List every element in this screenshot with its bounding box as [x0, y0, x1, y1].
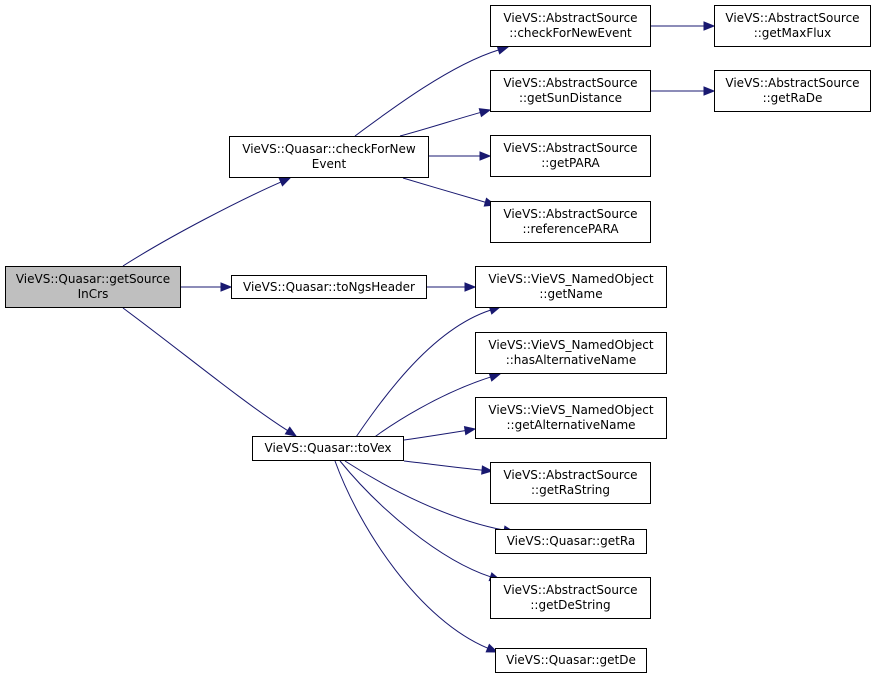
- node-label-line: ::getName: [539, 287, 603, 301]
- node-label-line: Event: [311, 157, 347, 171]
- arrowhead-toVex-to-namedHasAlternativeName: [488, 372, 502, 382]
- node-label-line: ::getMaxFlux: [753, 26, 832, 40]
- edge-root-to-toVex: [122, 307, 288, 432]
- arrowhead-absGetSunDistance-to-absGetRaDe: [703, 86, 716, 96]
- node-label-line: ::getRaDe: [762, 91, 823, 105]
- node-label-line: ::referencePARA: [522, 222, 619, 236]
- node-label-line: ::getDeString: [530, 598, 611, 612]
- node-label-line: ::getPARA: [541, 156, 600, 170]
- node-label-line: VieVS::AbstractSource: [725, 11, 860, 25]
- edge-checkForNewEvent-to-absReferencePARA: [402, 177, 486, 203]
- node-abstractsource-getrastring[interactable]: VieVS::AbstractSource ::getRaString: [490, 462, 651, 504]
- node-label-line: ::getAlternativeName: [506, 418, 636, 432]
- node-label-line: ::getRaString: [530, 483, 611, 497]
- edge-toVex-to-quasarGetDe: [334, 460, 488, 649]
- arrowhead-checkForNewEvent-to-absGetSunDistance: [478, 108, 492, 118]
- node-label-line: VieVS::VieVS_NamedObject: [488, 272, 654, 286]
- node-abstractsource-checkfornewevent[interactable]: VieVS::AbstractSource ::checkForNewEvent: [490, 5, 651, 47]
- arrowhead-toVex-to-absGetRaString: [481, 465, 494, 475]
- node-label-line: ::checkForNewEvent: [509, 26, 632, 40]
- node-label-line: VieVS::AbstractSource: [503, 468, 638, 482]
- node-label-line: VieVS::VieVS_NamedObject: [488, 403, 654, 417]
- node-label-line: VieVS::AbstractSource: [725, 76, 860, 90]
- node-label-line: VieVS::Quasar::toNgsHeader: [243, 279, 415, 294]
- node-label-line: VieVS::VieVS_NamedObject: [488, 338, 654, 352]
- edge-checkForNewEvent-to-absGetSunDistance: [399, 112, 481, 137]
- node-quasar-tovex[interactable]: VieVS::Quasar::toVex: [252, 436, 404, 461]
- arrowhead-root-to-toVex: [284, 426, 298, 437]
- node-namedobject-getalternativename[interactable]: VieVS::VieVS_NamedObject ::getAlternativ…: [475, 397, 667, 439]
- node-quasar-getra[interactable]: VieVS::Quasar::getRa: [495, 529, 647, 554]
- node-abstractsource-getsundistance[interactable]: VieVS::AbstractSource ::getSunDistance: [490, 70, 651, 112]
- node-namedobject-getname[interactable]: VieVS::VieVS_NamedObject ::getName: [475, 266, 667, 308]
- node-abstractsource-referencepara[interactable]: VieVS::AbstractSource ::referencePARA: [490, 201, 651, 243]
- node-label-line: VieVS::Quasar::getSource: [15, 272, 171, 286]
- node-namedobject-hasalternativename[interactable]: VieVS::VieVS_NamedObject ::hasAlternativ…: [475, 332, 667, 374]
- edge-root-to-checkForNewEvent: [122, 181, 282, 267]
- edge-toVex-to-absGetDeString: [339, 460, 491, 578]
- node-label-line: VieVS::Quasar::toVex: [264, 441, 392, 455]
- node-abstractsource-getmaxflux[interactable]: VieVS::AbstractSource ::getMaxFlux: [714, 5, 871, 47]
- node-quasar-tongsheader[interactable]: VieVS::Quasar::toNgsHeader: [231, 275, 427, 299]
- arrowhead-checkForNewEvent-to-absGetPARA: [479, 151, 492, 161]
- node-label-line: ::getSunDistance: [518, 91, 623, 105]
- arrowhead-toNgsHeader-to-namedGetName: [464, 282, 477, 292]
- arrowhead-toVex-to-quasarGetDe: [485, 643, 499, 653]
- arrowhead-toVex-to-namedGetAlternativeName: [463, 425, 477, 436]
- arrowhead-root-to-checkForNewEvent: [278, 177, 292, 187]
- node-abstractsource-getpara[interactable]: VieVS::AbstractSource ::getPARA: [490, 135, 651, 177]
- node-label-line: InCrs: [77, 287, 109, 301]
- edge-toVex-to-namedGetAlternativeName: [403, 430, 466, 441]
- node-label-line: VieVS::AbstractSource: [503, 583, 638, 597]
- edge-checkForNewEvent-to-absCheckForNewEvent: [354, 49, 499, 137]
- arrowhead-absCheckForNewEvent-to-absGetMaxFlux: [703, 21, 716, 31]
- node-label-line: VieVS::Quasar::checkForNew: [242, 142, 416, 156]
- edge-toVex-to-quasarGetRa: [344, 460, 505, 531]
- node-label-line: VieVS::Quasar::getDe: [506, 653, 636, 667]
- node-abstractsource-getdestring[interactable]: VieVS::AbstractSource ::getDeString: [490, 577, 651, 619]
- node-quasar-getsourceincrs: VieVS::Quasar::getSource InCrs: [5, 266, 181, 308]
- node-abstractsource-getrade[interactable]: VieVS::AbstractSource ::getRaDe: [714, 70, 871, 112]
- node-quasar-getde[interactable]: VieVS::Quasar::getDe: [495, 648, 647, 673]
- edge-toVex-to-absGetRaString: [403, 460, 483, 471]
- node-quasar-checkfornewevent[interactable]: VieVS::Quasar::checkForNew Event: [229, 136, 429, 178]
- node-label-line: VieVS::AbstractSource: [503, 207, 638, 221]
- node-label-line: VieVS::AbstractSource: [503, 76, 638, 90]
- node-label-line: VieVS::Quasar::getRa: [506, 534, 636, 548]
- arrowhead-root-to-toNgsHeader: [220, 282, 233, 292]
- node-label-line: VieVS::AbstractSource: [503, 11, 638, 25]
- node-label-line: ::hasAlternativeName: [505, 353, 637, 367]
- arrowhead-checkForNewEvent-to-absCheckForNewEvent: [496, 45, 510, 55]
- node-label-line: VieVS::AbstractSource: [503, 141, 638, 155]
